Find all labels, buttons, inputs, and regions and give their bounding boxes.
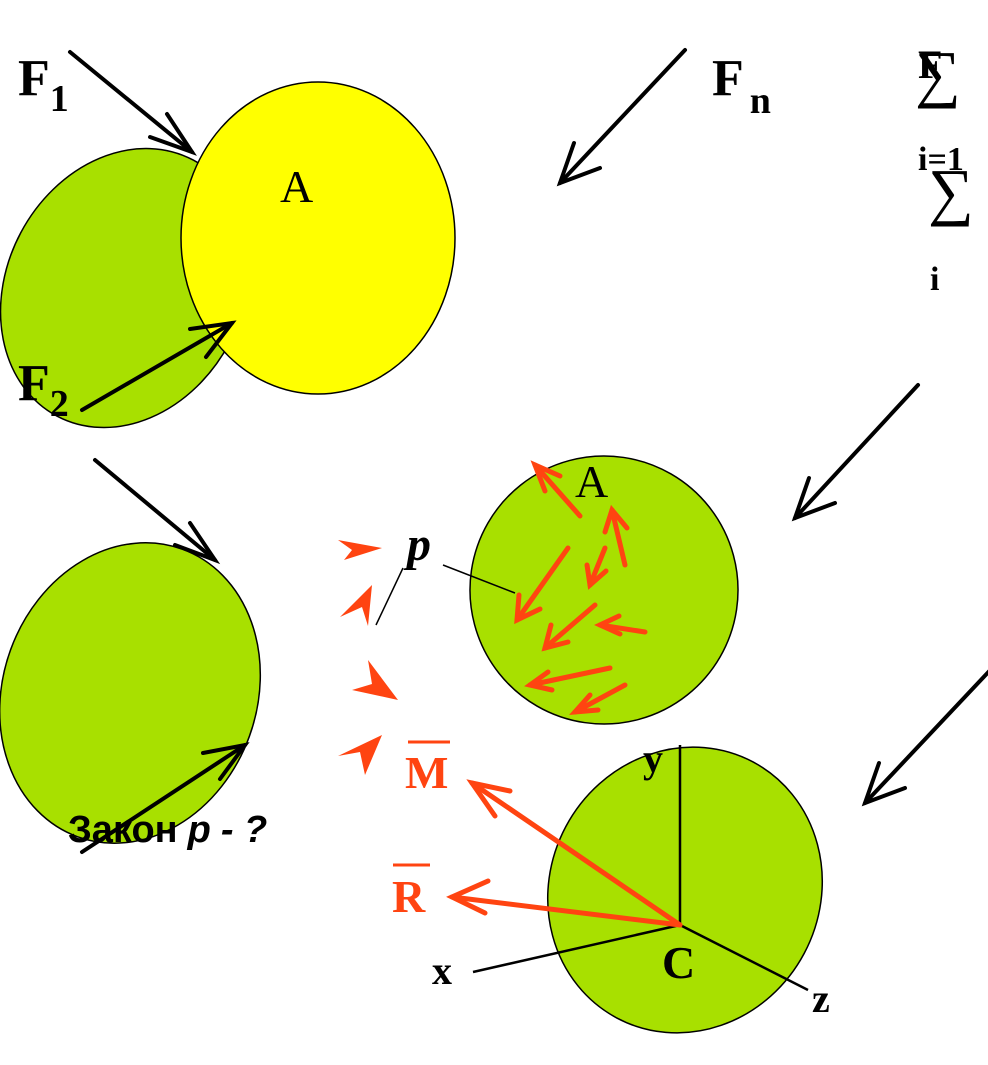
label-p: p (403, 518, 431, 571)
moment-m-vector (466, 779, 683, 928)
resultant-r-vector (446, 878, 683, 928)
force-arrow-left-body (80, 742, 250, 854)
stress-vectors (514, 460, 648, 716)
force-f1-arrow (68, 50, 197, 156)
sum-symbol-1: ∑ (915, 38, 961, 109)
label-x: x (432, 948, 452, 993)
red-arrowheads (338, 540, 398, 775)
sum-symbol-2: ∑ (928, 156, 974, 227)
sum-lower-2: i (930, 261, 939, 298)
label-r: R (392, 871, 426, 922)
label-z: z (812, 976, 830, 1021)
transition-arrow-bottom (861, 669, 988, 807)
p-pointer-line (442, 564, 516, 594)
label-c: C (662, 937, 695, 988)
label-f1: F1 (18, 50, 69, 120)
label-y: y (643, 736, 663, 781)
label-point-a-top: A (280, 161, 313, 212)
body-green-stress (469, 455, 739, 725)
body-yellow-top (180, 81, 456, 395)
transition-arrow-right (791, 383, 920, 522)
section-line (375, 567, 404, 626)
transition-arrow-left (93, 458, 221, 565)
sum-lower-1: i=1 (918, 141, 964, 178)
coordinate-axes (472, 745, 809, 992)
label-f2: F2 (18, 355, 69, 425)
label-point-a-mid: A (575, 456, 608, 507)
force-fn-arrow (556, 48, 687, 187)
force-f2-arrow (80, 320, 237, 412)
sum-overlap: F (918, 42, 942, 87)
label-m: M (405, 747, 448, 798)
